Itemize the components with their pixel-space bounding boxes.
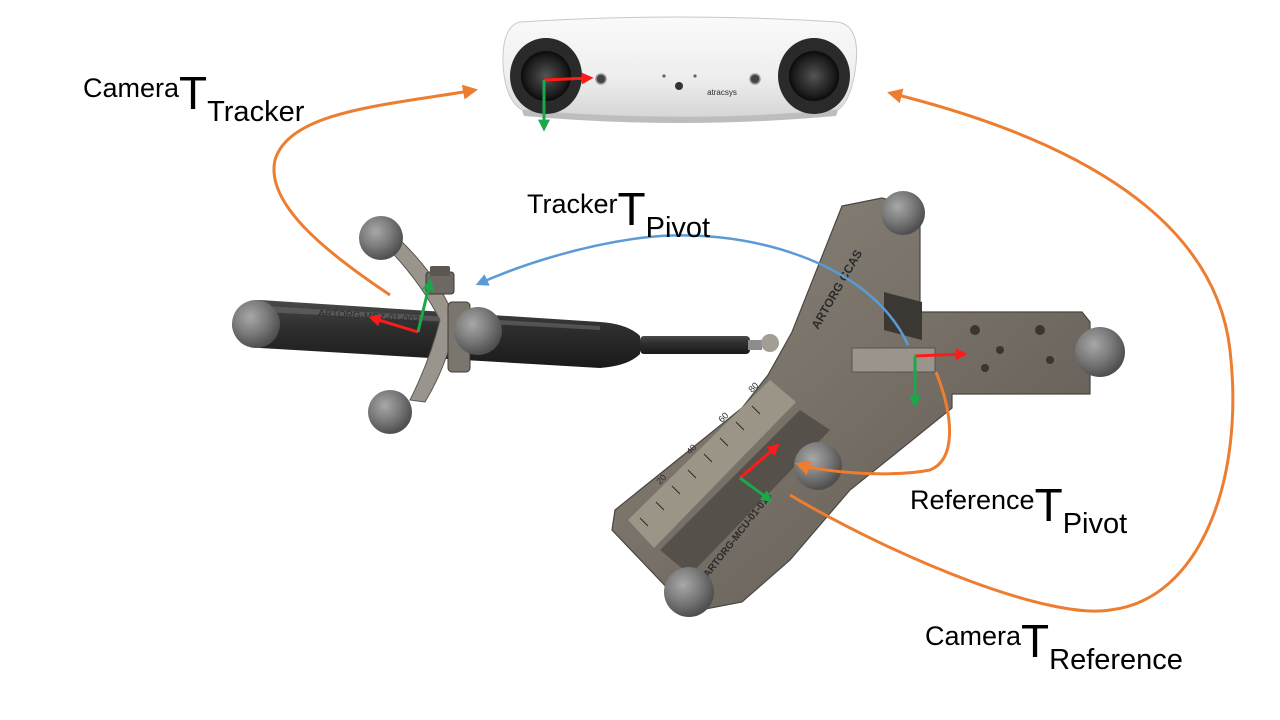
ruler-ticks xyxy=(639,405,761,527)
camera-tracker-transform-arrow xyxy=(272,84,478,297)
label-transform-symbol: T xyxy=(179,67,208,119)
camera-tracker-label: CameraTTracker xyxy=(83,67,304,127)
tracker-coordinate-frame xyxy=(368,278,434,334)
label-transform-symbol: T xyxy=(617,183,646,235)
reference-pivot-block: 20 40 60 80 ARTORG CCAS ARTORG-MCU-01-01… xyxy=(611,191,1125,617)
tracker-pivot-label: TrackerTPivot xyxy=(527,183,710,243)
label-subscript: Reference xyxy=(1049,644,1183,676)
tracker-marker-sphere xyxy=(368,390,412,434)
pivot-coordinate-frame xyxy=(909,348,968,408)
label-subscript: Pivot xyxy=(1062,508,1128,540)
camera-right-lens xyxy=(789,51,839,101)
tracking-camera: atracsys xyxy=(502,16,858,123)
label-subscript: Tracker xyxy=(207,96,305,128)
reference-marker-sphere xyxy=(664,567,714,617)
label-superscript: Tracker xyxy=(527,189,618,219)
reference-coordinate-frame xyxy=(739,443,780,503)
camera-left-lens xyxy=(521,51,571,101)
reference-marker-sphere xyxy=(1075,327,1125,377)
tracker-marker-sphere xyxy=(359,216,403,260)
label-superscript: Camera xyxy=(925,621,1022,651)
reference-marker-sphere xyxy=(881,191,925,235)
tracked-pointer-tool: ARTORG-MSZ-01-002 xyxy=(232,216,779,434)
label-superscript: Camera xyxy=(83,73,180,103)
label-subscript: Pivot xyxy=(645,212,711,244)
label-transform-symbol: T xyxy=(1021,615,1050,667)
reference-pivot-label: ReferenceTPivot xyxy=(910,479,1127,539)
reference-pivot-transform-arrow xyxy=(795,371,952,476)
tracker-pivot-transform-arrow xyxy=(475,234,910,346)
label-superscript: Reference xyxy=(910,485,1035,515)
reference-marker-sphere xyxy=(794,442,842,490)
camera-reference-transform-arrow xyxy=(789,88,1235,613)
label-transform-symbol: T xyxy=(1034,479,1063,531)
camera-coordinate-frame xyxy=(538,72,594,132)
camera-reference-label: CameraTReference xyxy=(925,615,1183,675)
camera-brand-text: atracsys xyxy=(707,88,737,97)
tracker-marker-sphere xyxy=(232,300,280,348)
tracker-marker-sphere xyxy=(454,307,502,355)
